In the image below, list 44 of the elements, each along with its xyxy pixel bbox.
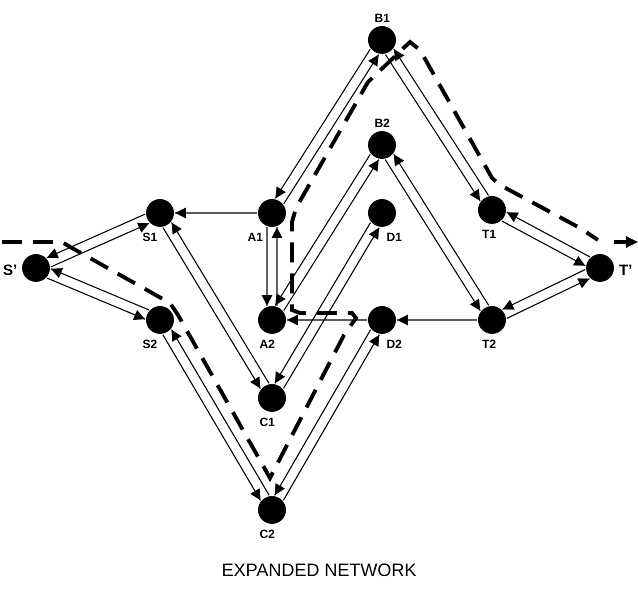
arrow (274, 48, 371, 199)
node-label: B1 (374, 11, 390, 25)
arrow (283, 159, 380, 312)
arrow (262, 227, 272, 306)
arrow (162, 227, 261, 389)
node-label: S2 (142, 337, 158, 351)
arrow (46, 214, 146, 258)
arrow (282, 227, 380, 389)
arrow (274, 222, 372, 384)
arrow (506, 212, 590, 258)
arrow (393, 48, 490, 196)
caption: EXPANDED NETWORK (222, 560, 416, 581)
arrow (502, 220, 586, 266)
node-label: A1 (248, 230, 263, 244)
arrow (397, 314, 477, 326)
arrow (50, 222, 150, 268)
node-label: D2 (386, 337, 402, 351)
arrow (272, 227, 282, 306)
arrow (46, 278, 146, 320)
node-label: B2 (374, 116, 390, 130)
arrow (384, 159, 481, 312)
node-label: A2 (260, 337, 275, 351)
arrow (50, 268, 150, 310)
node-label: T’ (619, 262, 632, 280)
arrow (274, 329, 372, 496)
node-label: T2 (482, 337, 496, 351)
arrow (506, 278, 590, 319)
arrow (384, 54, 481, 202)
arrow (283, 54, 380, 204)
arrow (287, 314, 367, 326)
arrow (175, 208, 257, 218)
node-label: C1 (260, 415, 275, 429)
node-label: S1 (142, 230, 158, 244)
arrow (502, 269, 586, 310)
arrow (274, 154, 371, 306)
node-label: D1 (386, 230, 402, 244)
arrow (282, 334, 380, 501)
node-label: T1 (482, 227, 496, 241)
arrow (170, 329, 270, 496)
node-label: C2 (260, 527, 275, 541)
arrow (171, 222, 270, 384)
arrow (162, 334, 262, 501)
node-label: S’ (3, 262, 18, 280)
arrow (393, 154, 490, 306)
